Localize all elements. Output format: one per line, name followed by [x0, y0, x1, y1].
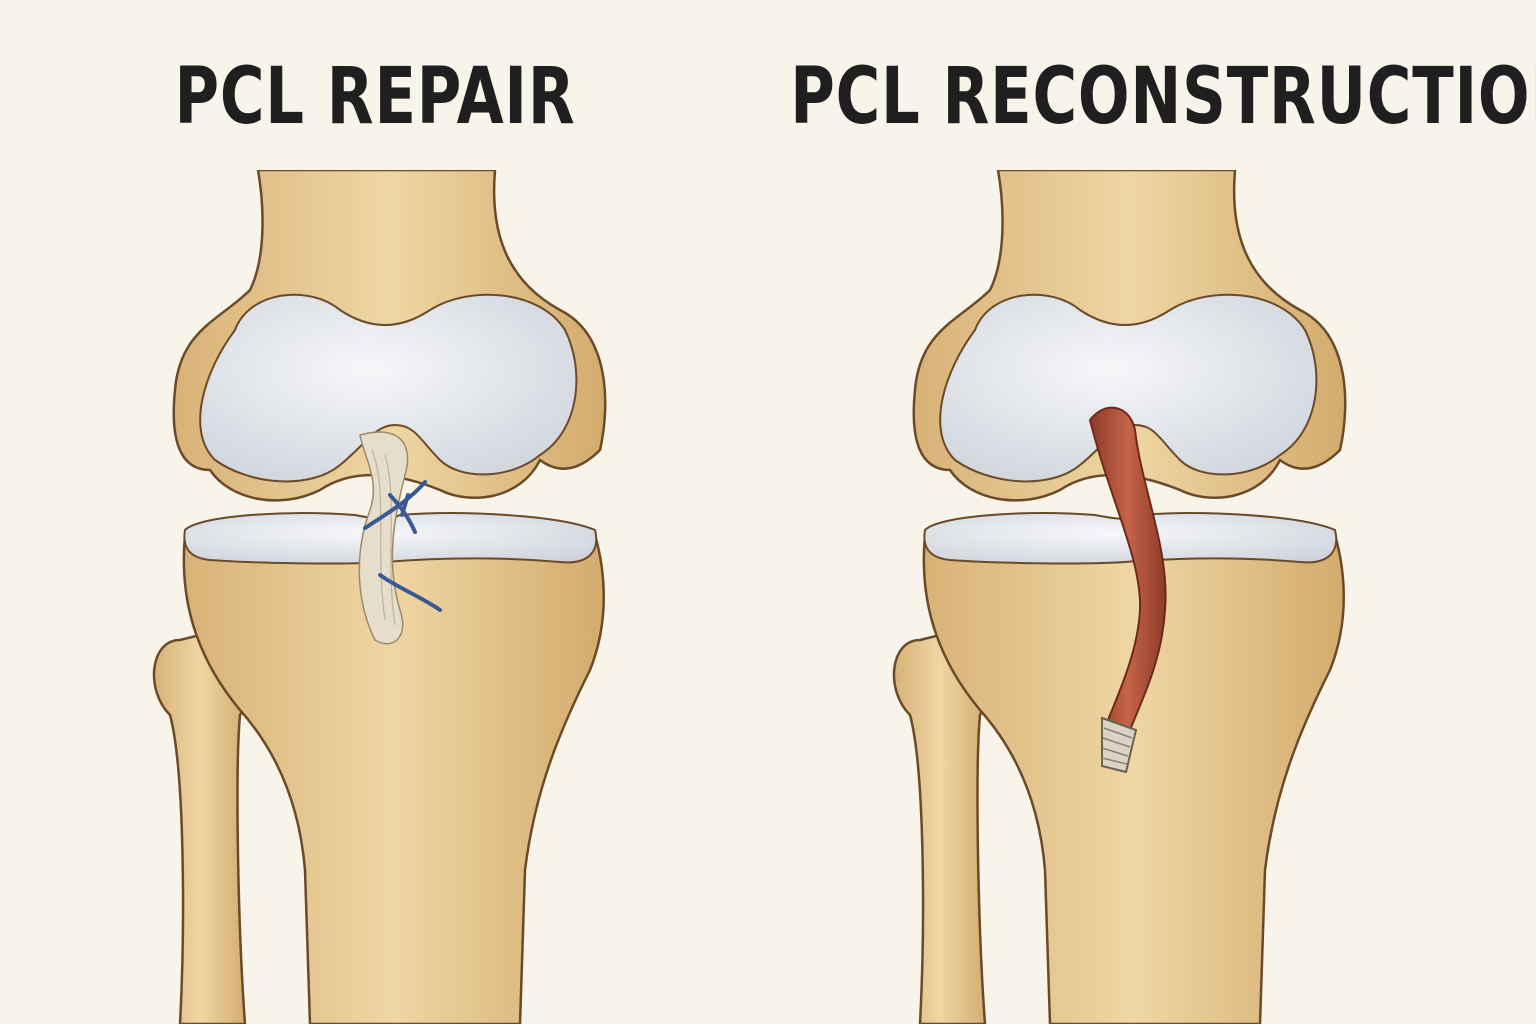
tendon-graft: [1088, 406, 1167, 732]
suture-stitch: [363, 480, 442, 612]
femoral-condyle-cartilage: [939, 293, 1318, 483]
tibia: [922, 533, 1345, 1024]
native-pcl-ligament: [358, 431, 409, 645]
tibia: [182, 533, 605, 1024]
panel-title-reconstruction: PCL RECONSTRUCTION: [790, 52, 1536, 142]
femoral-condyle-cartilage: [199, 293, 578, 483]
knee-illustration-reconstruction: [892, 170, 1347, 1024]
interference-screw: [1101, 716, 1138, 774]
knee-illustration-repair: [152, 170, 607, 1024]
panel-title-repair: PCL REPAIR: [174, 52, 576, 142]
